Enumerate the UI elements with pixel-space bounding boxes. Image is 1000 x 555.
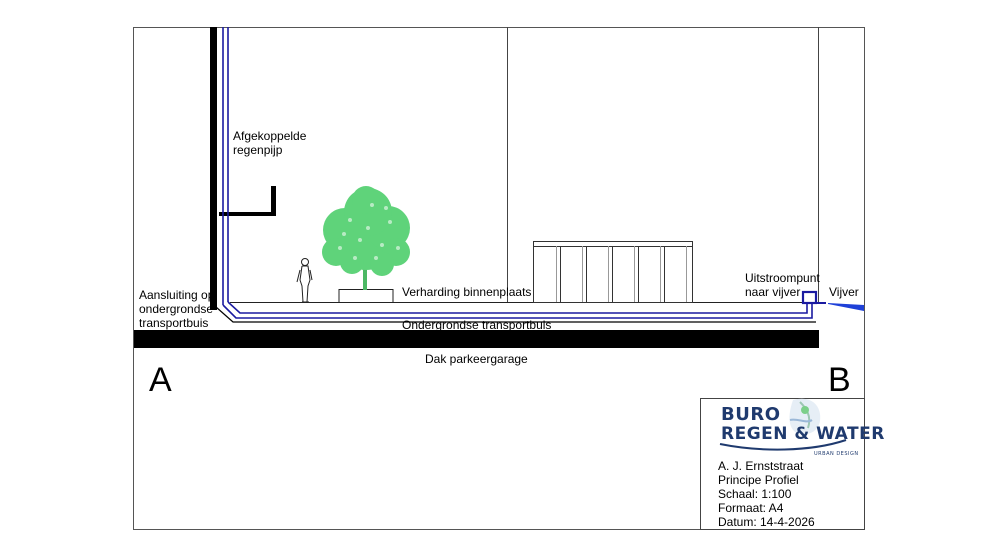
- tree-texture: [338, 203, 400, 260]
- underground-transport-pipe: [222, 301, 813, 319]
- title-block-street: A. J. Ernststraat: [718, 459, 804, 473]
- title-block-frame: [700, 398, 865, 530]
- roof-slab: [134, 330, 819, 348]
- tree: [322, 186, 410, 290]
- roof-garage-label: Dak parkeergarage: [425, 352, 528, 366]
- underground-pipe-label: Ondergrondse transportbuis: [402, 318, 552, 332]
- pipe-contour: [215, 306, 816, 323]
- downpipe: [222, 27, 229, 305]
- planter: [338, 289, 394, 303]
- section-point-a: A: [149, 361, 172, 399]
- glass-facade: [533, 241, 693, 303]
- connection-label-line1: Aansluiting op: [139, 288, 215, 302]
- left-building-wall: [210, 27, 217, 310]
- logo-line2: REGEN & WATER: [721, 424, 885, 444]
- outflow-label-line1: Uitstroompunt: [745, 271, 820, 285]
- section-point-b: B: [828, 361, 851, 399]
- outflow-box: [801, 290, 818, 305]
- connection-label-line3: transportbuis: [139, 316, 209, 330]
- sheet-frame: [133, 27, 865, 530]
- connection-label-line2: ondergrondse: [139, 302, 214, 316]
- downpipe-label-line2: regenpijp: [233, 143, 283, 157]
- paving-label: Verharding binnenplaats: [402, 285, 532, 299]
- logo-water-graphic: [789, 398, 821, 435]
- title-block-format: Formaat: A4: [718, 501, 784, 515]
- logo-swoosh: [719, 439, 847, 451]
- outflow-label-line2: naar vijver: [745, 285, 801, 299]
- title-block-date: Datum: 14-4-2026: [718, 515, 815, 529]
- downpipe-label-line1: Afgekoppelde: [233, 129, 307, 143]
- pond-label: Vijver: [829, 285, 859, 299]
- title-block-drawing-title: Principe Profiel: [718, 473, 799, 487]
- person-figure: [296, 258, 313, 303]
- logo-tagline: URBAN DESIGN: [814, 451, 859, 457]
- logo-line1: BURO: [721, 404, 781, 425]
- downpipe-bracket: [219, 186, 276, 216]
- title-block-scale: Schaal: 1:100: [718, 487, 792, 501]
- pond-water: [828, 303, 864, 311]
